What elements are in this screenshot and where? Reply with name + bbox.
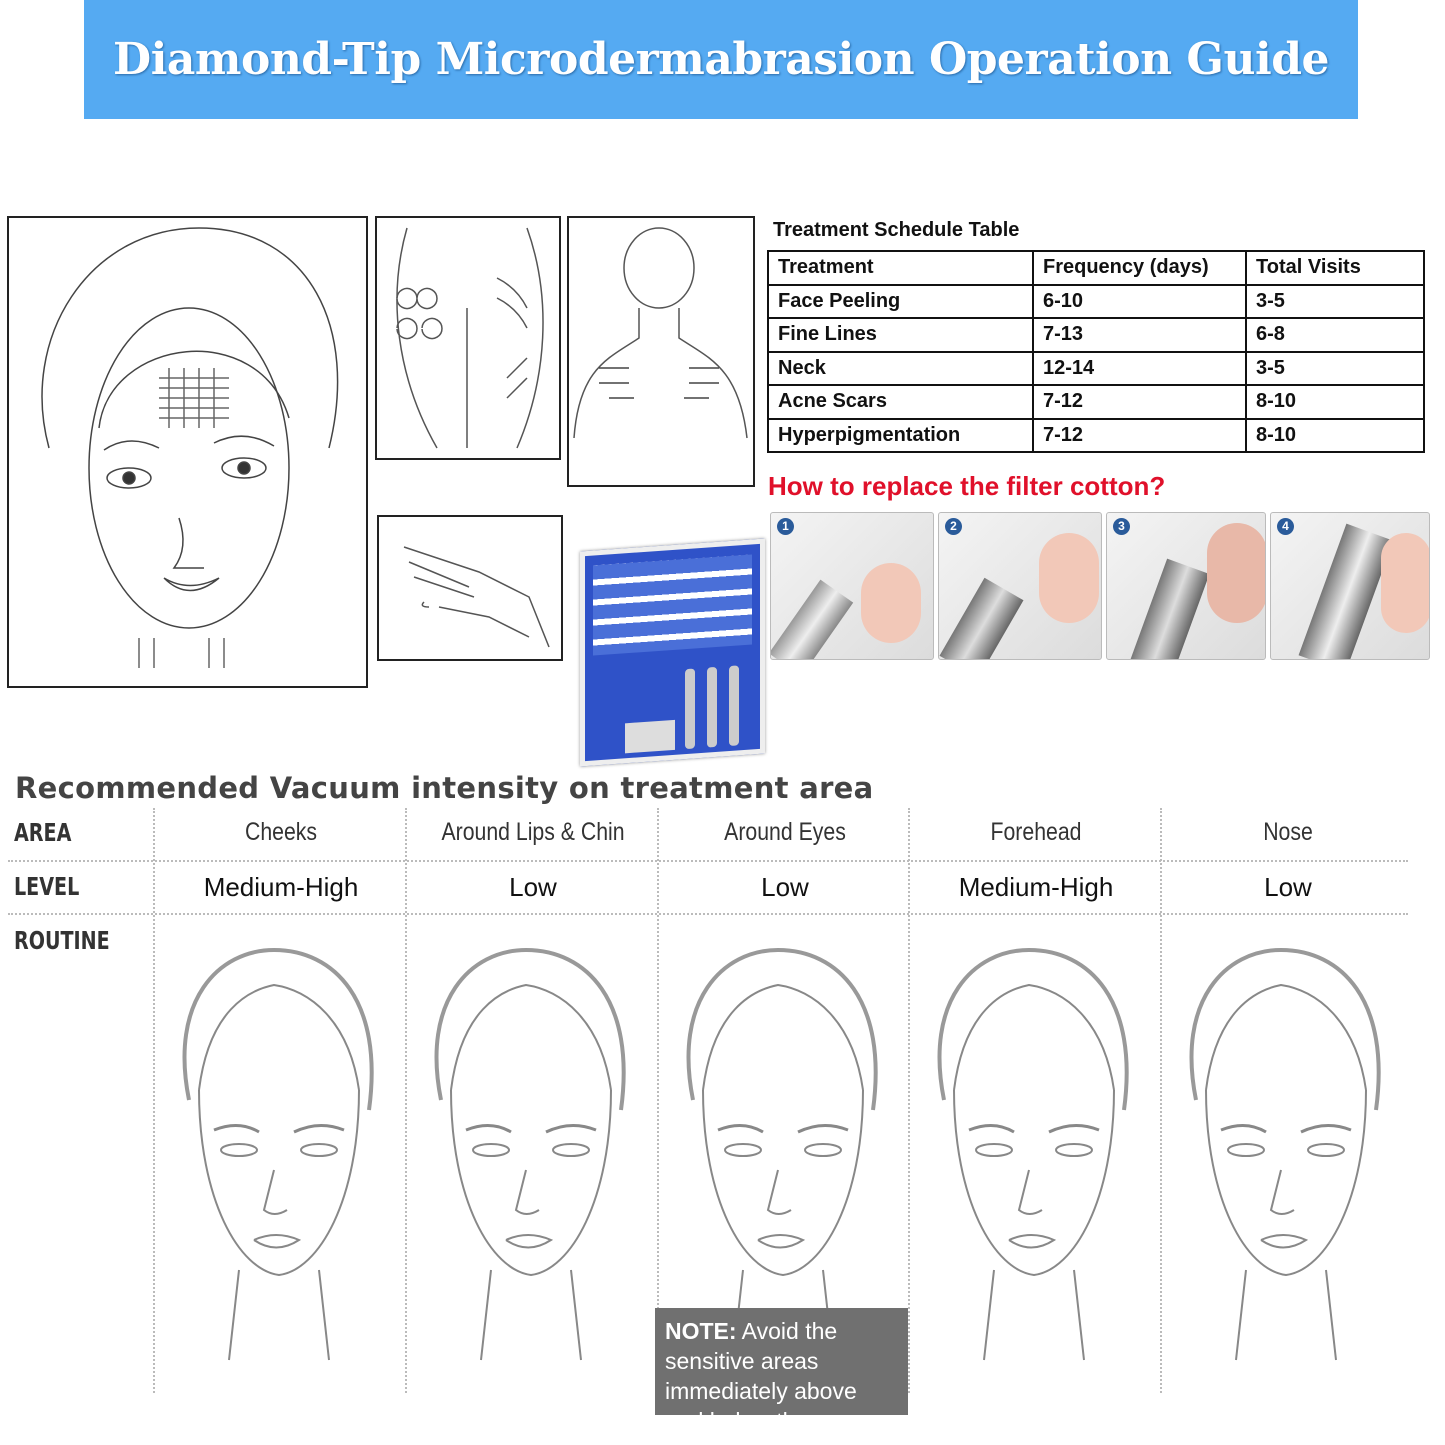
cell: Acne Scars: [767, 384, 1034, 420]
filter-step-photo: 4: [1270, 512, 1430, 660]
cell: 8-10: [1245, 384, 1425, 420]
cell: 3-5: [1245, 283, 1425, 319]
step-number: 3: [1113, 518, 1130, 535]
cell: 6-8: [1245, 317, 1425, 353]
area-label: Cheeks: [244, 818, 318, 846]
column-header: Frequency (days): [1032, 250, 1247, 286]
back-treatment-illustration: [375, 216, 561, 460]
cell: Hyperpigmentation: [767, 417, 1034, 453]
column-header: Total Visits: [1245, 250, 1425, 286]
step-number: 4: [1277, 518, 1294, 535]
cell: 3-5: [1245, 350, 1425, 386]
divider: [8, 860, 1408, 862]
routine-face-diagram: [159, 940, 399, 1385]
column-header: Treatment: [767, 250, 1034, 286]
level-value: Medium-High: [203, 872, 359, 902]
cell: 7-12: [1032, 417, 1247, 453]
column-divider: [405, 808, 407, 1393]
cell: Neck: [767, 350, 1034, 386]
area-label: Around Eyes: [724, 818, 846, 846]
column-divider: [908, 808, 910, 1393]
area-label: Around Lips & Chin: [441, 818, 625, 846]
cell: 7-13: [1032, 317, 1247, 353]
routine-face-diagram: [411, 940, 651, 1385]
cell: Fine Lines: [767, 317, 1034, 353]
step-number: 2: [945, 518, 962, 535]
column-divider: [153, 808, 155, 1393]
page-title: Diamond-Tip Microdermabrasion Operation …: [113, 34, 1329, 85]
routine-face-diagram: [1166, 940, 1406, 1385]
filter-step-photo: 2: [938, 512, 1102, 660]
level-value: Low: [509, 872, 557, 902]
filter-step-photo: 3: [1106, 512, 1266, 660]
level-value: Medium-High: [958, 872, 1114, 902]
hand-treatment-illustration: [377, 515, 563, 661]
note-label: NOTE:: [665, 1318, 737, 1344]
level-value: Low: [761, 872, 809, 902]
cell: 6-10: [1032, 283, 1247, 319]
note-text: Avoid the sensitive areas immediately ab…: [665, 1318, 859, 1434]
cell: 8-10: [1245, 417, 1425, 453]
cell: 12-14: [1032, 350, 1247, 386]
note-box: NOTE: Avoid the sensitive areas immediat…: [655, 1308, 908, 1434]
area-label: Nose: [1263, 818, 1313, 846]
column-divider: [657, 808, 659, 1393]
filter-step-photo: 1: [770, 512, 934, 660]
cell: 7-12: [1032, 384, 1247, 420]
schedule-table-title: Treatment Schedule Table: [773, 219, 1020, 241]
row-label-area: AREA: [14, 818, 72, 847]
row-label-routine: ROUTINE: [14, 926, 110, 955]
row-label-level: LEVEL: [14, 872, 80, 901]
title-banner: Diamond-Tip Microdermabrasion Operation …: [84, 0, 1358, 119]
area-label: Forehead: [990, 818, 1082, 846]
filter-replace-heading: How to replace the filter cotton?: [768, 471, 1166, 501]
level-value: Low: [1264, 872, 1312, 902]
step-number: 1: [777, 518, 794, 535]
vacuum-section-title: Recommended Vacuum intensity on treatmen…: [15, 771, 874, 805]
routine-face-diagram: [914, 940, 1154, 1385]
face-treatment-illustration: [7, 216, 368, 688]
column-divider: [1160, 808, 1162, 1393]
cell: Face Peeling: [767, 283, 1034, 319]
product-kit-image: [580, 538, 765, 767]
divider: [8, 913, 1408, 915]
neck-treatment-illustration: [567, 216, 755, 487]
